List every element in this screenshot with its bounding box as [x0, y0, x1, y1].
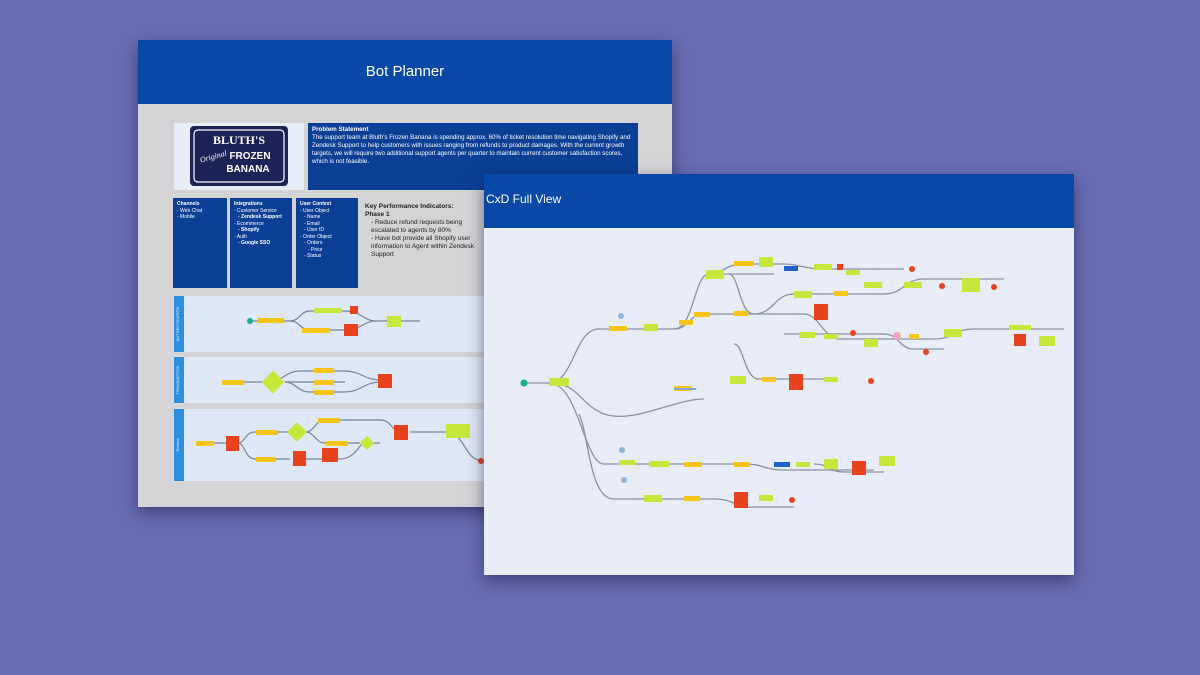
- kpi-heading: Key Performance Indicators:: [365, 203, 454, 210]
- user-context-panel: User Context - User Object - Name - Emai…: [296, 198, 358, 288]
- problem-heading: Problem Statement: [312, 126, 369, 133]
- integration-item: - Zendesk Support: [238, 214, 282, 220]
- integration-item: - Shopify: [238, 227, 260, 233]
- channels-heading: Channels: [177, 201, 200, 207]
- user-context-heading: User Context: [300, 201, 332, 207]
- context-item: - Orders: [304, 240, 323, 246]
- bot-planner-title: Bot Planner: [138, 40, 672, 104]
- cxd-full-view-card: CxD Full View: [484, 174, 1074, 575]
- integration-item: - Google SSO: [238, 240, 271, 246]
- context-item: - Email: [304, 220, 320, 227]
- lane-tab: TRANSACTION: [174, 357, 184, 403]
- context-item: - User Object: [300, 207, 330, 214]
- context-item: - Price: [308, 246, 323, 253]
- integration-item: - Auth: [234, 233, 248, 240]
- kpi-block: Key Performance Indicators: Phase 1 - Re…: [365, 203, 485, 259]
- cxd-title: CxD Full View: [484, 174, 1074, 228]
- kpi-item: - Reduce refund requests being escalated…: [371, 219, 463, 234]
- channels-panel: Channels - Web Chat - Mobile: [173, 198, 227, 288]
- lane-tab: AUTHENTICATION: [174, 296, 184, 352]
- problem-body: The support team at Bluth's Frozen Banan…: [312, 134, 631, 165]
- kpi-item: - Have bot provide all Shopify user info…: [371, 235, 474, 258]
- context-item: - Name: [304, 214, 321, 220]
- integration-item: - Customer Service: [234, 207, 277, 214]
- logo-text-banana: BANANA: [226, 164, 269, 175]
- cxd-flow-diagram: [484, 228, 1074, 575]
- kpi-phase: Phase 1: [365, 211, 390, 218]
- context-item: - User ID: [304, 227, 324, 233]
- lane-tab: Refund: [174, 409, 184, 481]
- integrations-panel: Integrations - Customer Service - Zendes…: [230, 198, 292, 288]
- channel-item: - Web Chat: [177, 207, 203, 214]
- logo-text-frozen: FROZEN: [229, 151, 270, 162]
- context-item: - Status: [304, 253, 322, 259]
- context-item: - Order Object: [300, 233, 332, 240]
- lane-authentication: AUTHENTICATION: [174, 296, 494, 352]
- logo-text-bluths: BLUTH'S: [213, 133, 265, 147]
- bluths-logo: BLUTH'S Original FROZEN BANANA: [190, 126, 288, 186]
- integration-item: - Ecommerce: [234, 220, 264, 227]
- integrations-heading: Integrations: [234, 201, 263, 207]
- channel-item: - Mobile: [177, 214, 195, 220]
